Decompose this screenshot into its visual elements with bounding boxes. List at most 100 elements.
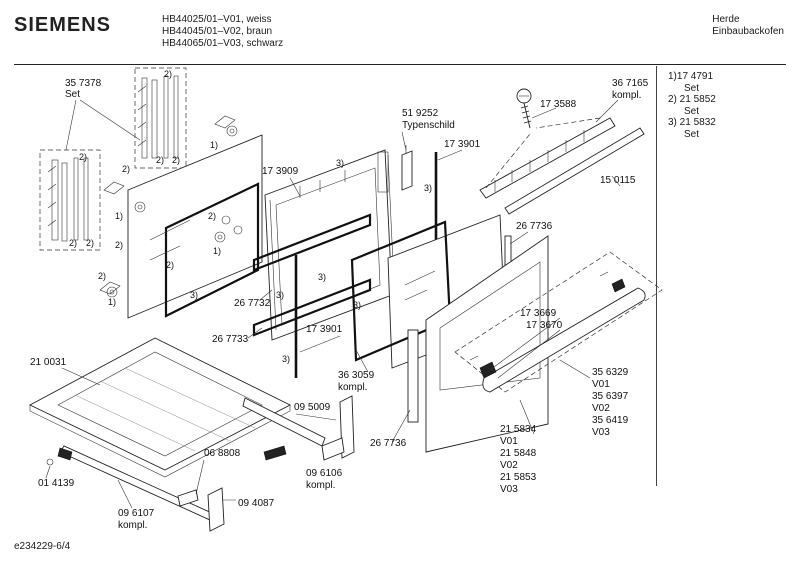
model-line-2: HB44045/01–V02, braun — [162, 26, 273, 37]
part-label-215853-variant: V03 — [500, 484, 518, 495]
legend-item-3: 3) 21 5832 Set — [668, 117, 716, 140]
legend-item-2: 2) 21 5852 Set — [668, 94, 716, 117]
model-line-3: HB44065/01–V03, schwarz — [162, 38, 284, 49]
leader-line — [45, 459, 236, 509]
type-plate — [401, 145, 413, 191]
part-label-173670: 17 3670 — [526, 320, 563, 331]
callout-1: 1) — [210, 140, 218, 150]
part-label-519252: 51 9252 — [402, 108, 439, 119]
callout-3: 3) — [318, 272, 326, 282]
callout-3: 3) — [276, 290, 284, 300]
part-label-267732: 26 7732 — [234, 298, 271, 309]
part-label-096107-note: kompl. — [118, 520, 147, 531]
part-label-357378-note: Set — [65, 89, 80, 100]
spacer-strip-bottom — [407, 329, 419, 423]
part-label-215853: 21 5853 — [500, 472, 537, 483]
part-label-267736-bottom: 26 7736 — [370, 438, 407, 449]
header-rule — [14, 64, 786, 65]
part-label-356397: 35 6397 — [592, 391, 629, 402]
category-line-1: Herde — [712, 14, 740, 25]
part-label-014139: 01 4139 — [38, 478, 75, 489]
part-label-215834-variant: V01 — [500, 436, 518, 447]
part-label-356397-variant: V02 — [592, 403, 610, 414]
part-label-096107: 09 6107 — [118, 508, 155, 519]
callout-3: 3) — [190, 290, 198, 300]
bottom-tray — [29, 337, 291, 478]
callout-1: 1) — [213, 246, 221, 256]
part-label-173588: 17 3588 — [540, 99, 577, 110]
callout-3: 3) — [282, 354, 290, 364]
model-line-1: HB44025/01–V01, weiss — [162, 14, 272, 25]
part-label-363059: 36 3059 — [338, 370, 375, 381]
set-legend: 1)17 4791 Set 2) 21 5852 Set 3) 21 5832 … — [668, 71, 716, 140]
bracket — [242, 395, 355, 461]
callout-2: 2) — [172, 155, 180, 165]
part-label-267733: 26 7733 — [212, 334, 249, 345]
leader-lines — [247, 99, 621, 443]
part-label-215848-variant: V02 — [500, 460, 518, 471]
screw-icon — [516, 88, 532, 129]
part-label-173909: 17 3909 — [262, 166, 299, 177]
legend-divider — [656, 66, 657, 486]
callout-2: 2) — [69, 238, 77, 248]
callout-3: 3) — [424, 183, 432, 193]
legend-item-number: 3) 21 5832 — [668, 117, 716, 128]
callout-3: 3) — [353, 300, 361, 310]
part-label-095009: 09 5009 — [294, 402, 331, 413]
part-label-356329-variant: V01 — [592, 379, 610, 390]
callout-1: 1) — [115, 211, 123, 221]
legend-item-number: 2) 21 5852 — [668, 94, 716, 105]
handle-holder-rail — [479, 117, 645, 215]
legend-item-desc: Set — [684, 105, 700, 117]
part-label-068808: 06 8808 — [204, 448, 241, 459]
callout-2: 2) — [208, 211, 216, 221]
part-label-356329: 35 6329 — [592, 367, 629, 378]
part-label-173901-top: 17 3901 — [444, 139, 481, 150]
part-label-096106: 09 6106 — [306, 468, 343, 479]
callout-2: 2) — [115, 240, 123, 250]
part-label-173669: 17 3669 — [520, 308, 557, 319]
outer-glass-pane: 2) 1) 2) 2) 1) 1) 2) 1) 2) 3) — [98, 115, 263, 319]
part-label-367165-note: kompl. — [612, 90, 641, 101]
part-label-215834: 21 5834 — [500, 424, 537, 435]
callout-1: 1) — [108, 297, 116, 307]
callout-2: 2) — [98, 271, 106, 281]
part-label-267736-top: 26 7736 — [516, 221, 553, 232]
part-label-356419: 35 6419 — [592, 415, 629, 426]
part-label-356419-variant: V03 — [592, 427, 610, 438]
legend-item-1: 1)17 4791 Set — [668, 71, 716, 94]
hinge-set-top-box: 2) 2) 2) — [134, 67, 187, 169]
legend-item-desc: Set — [684, 128, 700, 140]
part-label-094087: 09 4087 — [238, 498, 275, 509]
part-label-215848: 21 5848 — [500, 448, 537, 459]
door-handle-assembly — [454, 251, 663, 393]
legend-item-desc: Set — [684, 82, 700, 94]
part-label-363059-note: kompl. — [338, 382, 367, 393]
callout-2: 2) — [79, 152, 87, 162]
callout-2: 2) — [122, 164, 130, 174]
part-label-096106-note: kompl. — [306, 480, 335, 491]
callout-2: 2) — [166, 260, 174, 270]
part-label-519252-note: Typenschild — [402, 120, 455, 131]
callout-2: 2) — [164, 69, 172, 79]
leader-line — [61, 367, 101, 386]
callout-2: 2) — [156, 155, 164, 165]
leader-line — [65, 99, 141, 151]
category-line-2: Einbaubackofen — [712, 26, 784, 37]
part-label-173901-bottom: 17 3901 — [306, 324, 343, 335]
category-block: Herde Einbaubackofen — [712, 14, 784, 38]
callout-3: 3) — [336, 158, 344, 168]
brand-logo: SIEMENS — [14, 14, 112, 36]
legend-item-number: 1)17 4791 — [668, 71, 714, 82]
model-list: HB44025/01–V01, weiss HB44045/01–V02, br… — [162, 14, 283, 50]
side-rail-assembly — [46, 445, 287, 532]
front-door-panel — [407, 235, 549, 453]
callout-2: 2) — [86, 238, 94, 248]
part-label-367165: 36 7165 — [612, 78, 649, 89]
part-label-210031: 21 0031 — [30, 357, 67, 368]
part-label-150115: 15 0115 — [600, 175, 636, 186]
hinge-set-left-box: 2) 2) 2) — [39, 149, 101, 251]
part-label-357378: 35 7378 — [65, 78, 102, 89]
